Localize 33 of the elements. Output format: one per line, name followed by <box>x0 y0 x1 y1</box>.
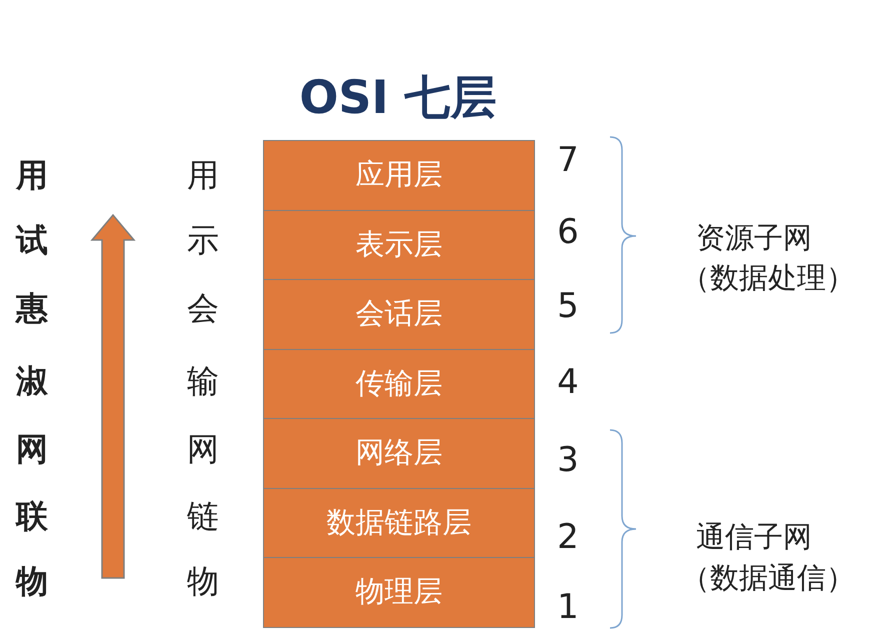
layer-box: 会话层 <box>263 279 535 350</box>
subnet-label: （数据处理） <box>681 264 855 292</box>
layer-initial: 物 <box>187 565 219 597</box>
diagram-title: OSI 七层 <box>299 74 497 120</box>
mnemonic-character: 试 <box>16 224 48 256</box>
layer-box: 传输层 <box>263 348 535 419</box>
layer-number: 1 <box>557 590 579 624</box>
layer-box: 表示层 <box>263 210 535 280</box>
layer-number: 7 <box>557 143 579 177</box>
layer-number: 3 <box>557 443 579 477</box>
layer-initial: 用 <box>187 159 219 191</box>
mnemonic-character: 物 <box>16 565 48 597</box>
layer-initial: 链 <box>187 500 219 532</box>
layer-initial: 网 <box>187 433 219 465</box>
layer-number: 4 <box>557 365 579 399</box>
layer-number: 2 <box>557 520 579 554</box>
layer-box: 应用层 <box>263 140 535 210</box>
mnemonic-character: 联 <box>16 500 48 532</box>
subnet-label: 资源子网 <box>696 224 812 252</box>
subnet-label: （数据通信） <box>681 564 855 592</box>
layer-box: 物理层 <box>263 557 535 628</box>
layer-box: 网络层 <box>263 418 535 488</box>
layer-box: 数据链路层 <box>263 488 535 558</box>
subnet-label: 通信子网 <box>696 522 812 552</box>
layer-initial: 输 <box>187 365 219 397</box>
layer-number: 6 <box>557 215 579 249</box>
mnemonic-character: 用 <box>16 159 48 191</box>
mnemonic-character: 网 <box>16 433 48 465</box>
mnemonic-character: 淑 <box>16 365 48 397</box>
layer-number: 5 <box>557 289 579 323</box>
layer-initial: 会 <box>187 292 219 324</box>
layer-initial: 示 <box>187 224 219 256</box>
mnemonic-character: 惠 <box>16 292 48 324</box>
